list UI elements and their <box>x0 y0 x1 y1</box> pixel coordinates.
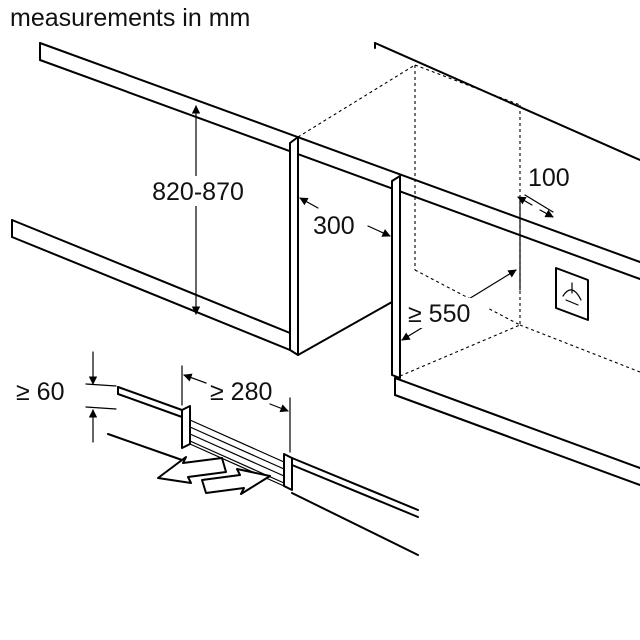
vent-width-dimension: ≥ 280 <box>181 365 291 453</box>
cabinet-depth-dimension: ≥ 550 <box>401 269 517 341</box>
gap-dimension: 100 <box>517 164 570 291</box>
socket-icon <box>555 267 589 321</box>
appliance-side <box>289 136 393 356</box>
height-label: 820-870 <box>152 178 244 206</box>
plinth <box>11 219 640 486</box>
cabinet-depth-label: ≥ 550 <box>408 300 470 328</box>
vent-height-dimension: ≥ 60 <box>16 351 117 443</box>
height-dimension: 820-870 <box>140 105 256 315</box>
airflow-arrow-out-icon <box>157 456 227 484</box>
diagram-title: measurements in mm <box>10 4 251 32</box>
vent-width-label: ≥ 280 <box>210 378 272 406</box>
depth-dimension: 300 <box>299 197 391 240</box>
worktop <box>39 42 640 280</box>
vent-plinth <box>107 386 419 556</box>
airflow-arrow-in-icon <box>201 468 271 495</box>
cabinet-side-panel <box>391 175 401 379</box>
vent-height-label: ≥ 60 <box>16 378 64 406</box>
gap-label: 100 <box>528 164 570 192</box>
depth-label: 300 <box>313 212 355 240</box>
